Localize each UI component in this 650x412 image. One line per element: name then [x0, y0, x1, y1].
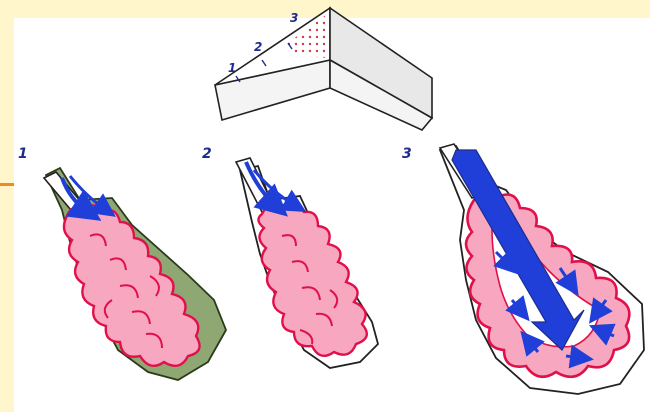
- block-label-3: 3: [290, 11, 298, 25]
- tissue-block: [215, 8, 432, 130]
- lobule-label-1: 1: [18, 146, 28, 162]
- block-label-2: 2: [254, 40, 262, 54]
- lobule-label-2: 2: [202, 146, 212, 162]
- lobule-1: [44, 168, 226, 380]
- lobule-2: [236, 158, 378, 368]
- lobule-3: [440, 144, 644, 394]
- block-label-1: 1: [228, 61, 236, 75]
- lobule-label-3: 3: [402, 146, 412, 162]
